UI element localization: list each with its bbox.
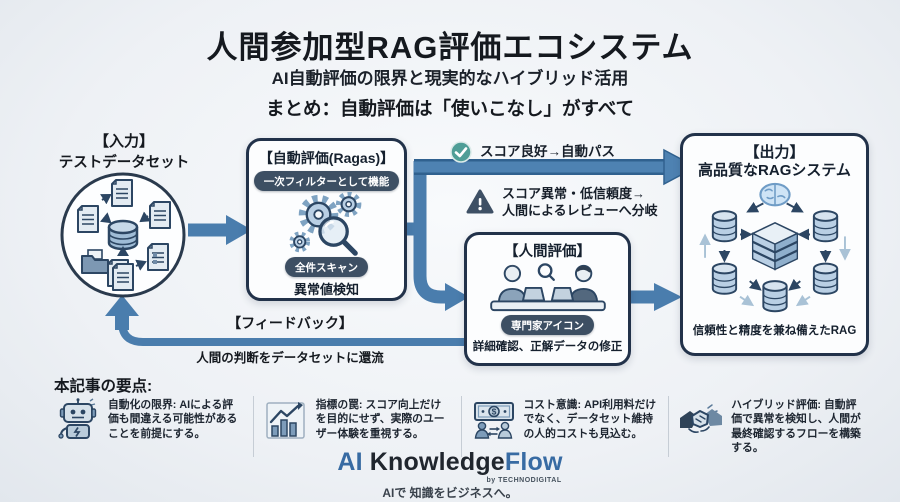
pass-note: スコア良好→自動パス <box>450 141 615 163</box>
feedback-caption: 人間の判断をデータセットに還流 <box>196 351 384 365</box>
svg-text:$: $ <box>491 407 496 417</box>
auto-eval-badge-bottom: 全件スキャン <box>285 257 368 277</box>
summary-line: まとめ：自動評価は「使いこなし」がすべて <box>266 98 634 119</box>
bar-chart-icon <box>266 402 305 439</box>
auto-eval-box: 【自動評価(Ragas)】 一次フィルターとして機能 全件スキャン 異常値検知 <box>246 138 407 301</box>
keypoint-metric-trap: 指標の罠: スコア向上だけを目的にせず、実際のユーザー体験を重視する。 <box>252 396 461 457</box>
auto-eval-badge-top: 一次フィルターとして機能 <box>253 171 400 191</box>
feedback-label: 【フィードバック】 <box>227 315 353 331</box>
keypoint-text: 自動化の限界: AIによる評価も間違える可能性があることを前提にする。 <box>108 399 238 440</box>
keypoint-hybrid-eval: ハイブリッド評価: 自動評価で異常を検知し、人間が最終確認するフローを構築する。 <box>668 396 876 457</box>
rag-system-icon <box>698 182 851 312</box>
keypoints-row: 自動化の限界: AIによる評価も間違える可能性があることを前提にする。 指標の罠… <box>46 396 876 457</box>
output-title: 高品質なRAGシステム <box>698 162 851 180</box>
keypoint-cost-awareness: $ コスト意識: API利用料だけでなく、データセット維持の人的コストも見込む。 <box>460 396 669 457</box>
handshake-icon <box>680 404 723 433</box>
branch-note: スコア異常・低信頼度→ 人間によるレビューへ分岐 <box>466 186 658 219</box>
human-eval-badge: 専門家アイコン <box>501 315 594 335</box>
page-title: 人間参加型RAG評価エコシステム <box>206 30 694 65</box>
keypoint-text: 指標の罠: スコア向上だけを目的にせず、実際のユーザー体験を重視する。 <box>315 399 445 440</box>
input-tag: 【入力】 <box>93 133 154 150</box>
check-icon <box>450 141 472 163</box>
human-eval-title: 【人間評価】 <box>504 244 591 260</box>
output-caption: 信頼性と精度を兼ね備えたRAG <box>692 324 857 337</box>
auto-eval-caption: 異常値検知 <box>293 282 359 297</box>
logo-prefix: AI <box>337 448 363 476</box>
logo-main: Knowledge <box>369 448 505 476</box>
warning-icon <box>466 189 494 214</box>
branch-line2: 人間によるレビューへ分岐 <box>502 202 658 218</box>
input-dataset-label: テストデータセット <box>58 155 190 171</box>
auto-eval-title: 【自動評価(Ragas)】 <box>258 150 395 166</box>
gears-magnifier-icon <box>288 192 361 256</box>
human-eval-box: 【人間評価】 専門家アイコン 詳細確認、正解データの修正 <box>464 232 631 366</box>
branch-line1: スコア異常・低信頼度→ <box>502 186 646 201</box>
keypoint-text: コスト意識: API利用料だけでなく、データセット維持の人的コストも見込む。 <box>523 399 657 440</box>
robot-icon <box>58 398 97 439</box>
logo-byline: by TECHNODIGITAL <box>486 477 562 484</box>
reviewers-icon <box>489 263 606 312</box>
logo-accent: Flow <box>504 448 563 476</box>
keypoints-heading: 本記事の要点: <box>54 378 153 395</box>
keypoint-text: ハイブリッド評価: 自動評価で異常を検知し、人間が最終確認するフローを構築する。 <box>731 399 861 454</box>
dataset-circle-icon <box>60 172 186 298</box>
human-eval-caption: 詳細確認、正解データの修正 <box>472 341 623 353</box>
output-box: 【出力】 高品質なRAGシステム <box>680 133 869 356</box>
output-tag: 【出力】 <box>744 144 805 161</box>
footer-tagline: AIで 知識をビジネスへ。 <box>382 486 518 500</box>
pass-label: スコア良好→自動パス <box>480 144 615 160</box>
keypoint-automation-limit: 自動化の限界: AIによる評価も間違える可能性があることを前提にする。 <box>46 396 253 457</box>
cost-icon: $ <box>473 402 514 439</box>
input-label: 【入力】 テストデータセット <box>28 130 220 172</box>
page-subtitle: AI自動評価の限界と現実的なハイブリッド活用 <box>271 69 629 88</box>
